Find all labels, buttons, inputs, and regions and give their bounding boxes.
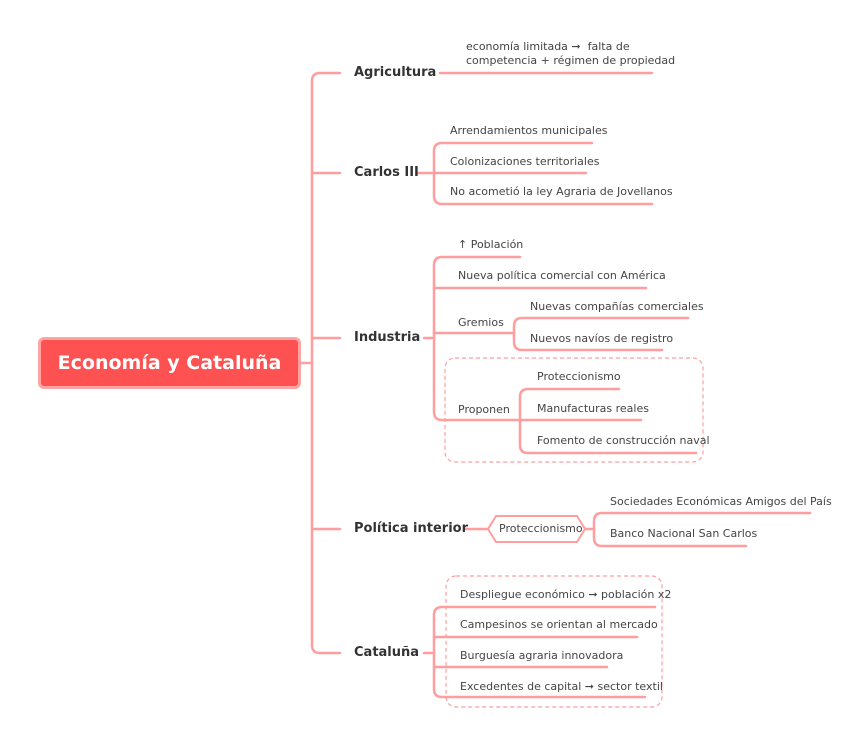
root-node[interactable]: Economía y Cataluña bbox=[38, 337, 301, 389]
node-campesinos[interactable]: Campesinos se orientan al mercado bbox=[460, 618, 658, 631]
node-despliegue[interactable]: Despliegue económico ➞ población x2 bbox=[460, 588, 672, 601]
node-politica-interior[interactable]: Política interior bbox=[354, 521, 468, 536]
node-poblacion[interactable]: ↑ Población bbox=[458, 238, 524, 251]
node-manufacturas[interactable]: Manufacturas reales bbox=[537, 402, 649, 415]
node-arrendamientos[interactable]: Arrendamientos municipales bbox=[450, 124, 608, 137]
node-proponen[interactable]: Proponen bbox=[458, 403, 510, 416]
node-colonizaciones[interactable]: Colonizaciones territoriales bbox=[450, 155, 600, 168]
node-proteccionismo-hub[interactable]: Proteccionismo bbox=[499, 522, 583, 535]
node-carlos-iii[interactable]: Carlos III bbox=[354, 165, 419, 180]
root-node-label: Economía y Cataluña bbox=[57, 352, 282, 374]
node-agricultura-detail[interactable]: economía limitada ➞ falta de competencia… bbox=[466, 40, 676, 67]
node-banco[interactable]: Banco Nacional San Carlos bbox=[610, 527, 758, 540]
node-companias[interactable]: Nuevas compañías comerciales bbox=[530, 300, 704, 313]
node-gremios[interactable]: Gremios bbox=[458, 316, 504, 329]
node-politica-comercial[interactable]: Nueva política comercial con América bbox=[458, 269, 666, 282]
node-cataluna[interactable]: Cataluña bbox=[354, 645, 420, 660]
node-industria[interactable]: Industria bbox=[354, 330, 421, 345]
node-proteccionismo-ind[interactable]: Proteccionismo bbox=[537, 370, 621, 383]
node-ley-agraria[interactable]: No acometió la ley Agraria de Jovellanos bbox=[450, 185, 673, 198]
node-excedentes[interactable]: Excedentes de capital ➞ sector textil bbox=[460, 680, 663, 693]
node-agricultura[interactable]: Agricultura bbox=[354, 65, 437, 80]
node-navios[interactable]: Nuevos navíos de registro bbox=[530, 332, 674, 345]
node-sociedades[interactable]: Sociedades Económicas Amigos del País bbox=[610, 495, 832, 508]
node-burguesia[interactable]: Burguesía agraria innovadora bbox=[460, 649, 624, 662]
node-construccion-naval[interactable]: Fomento de construcción naval bbox=[537, 434, 710, 447]
